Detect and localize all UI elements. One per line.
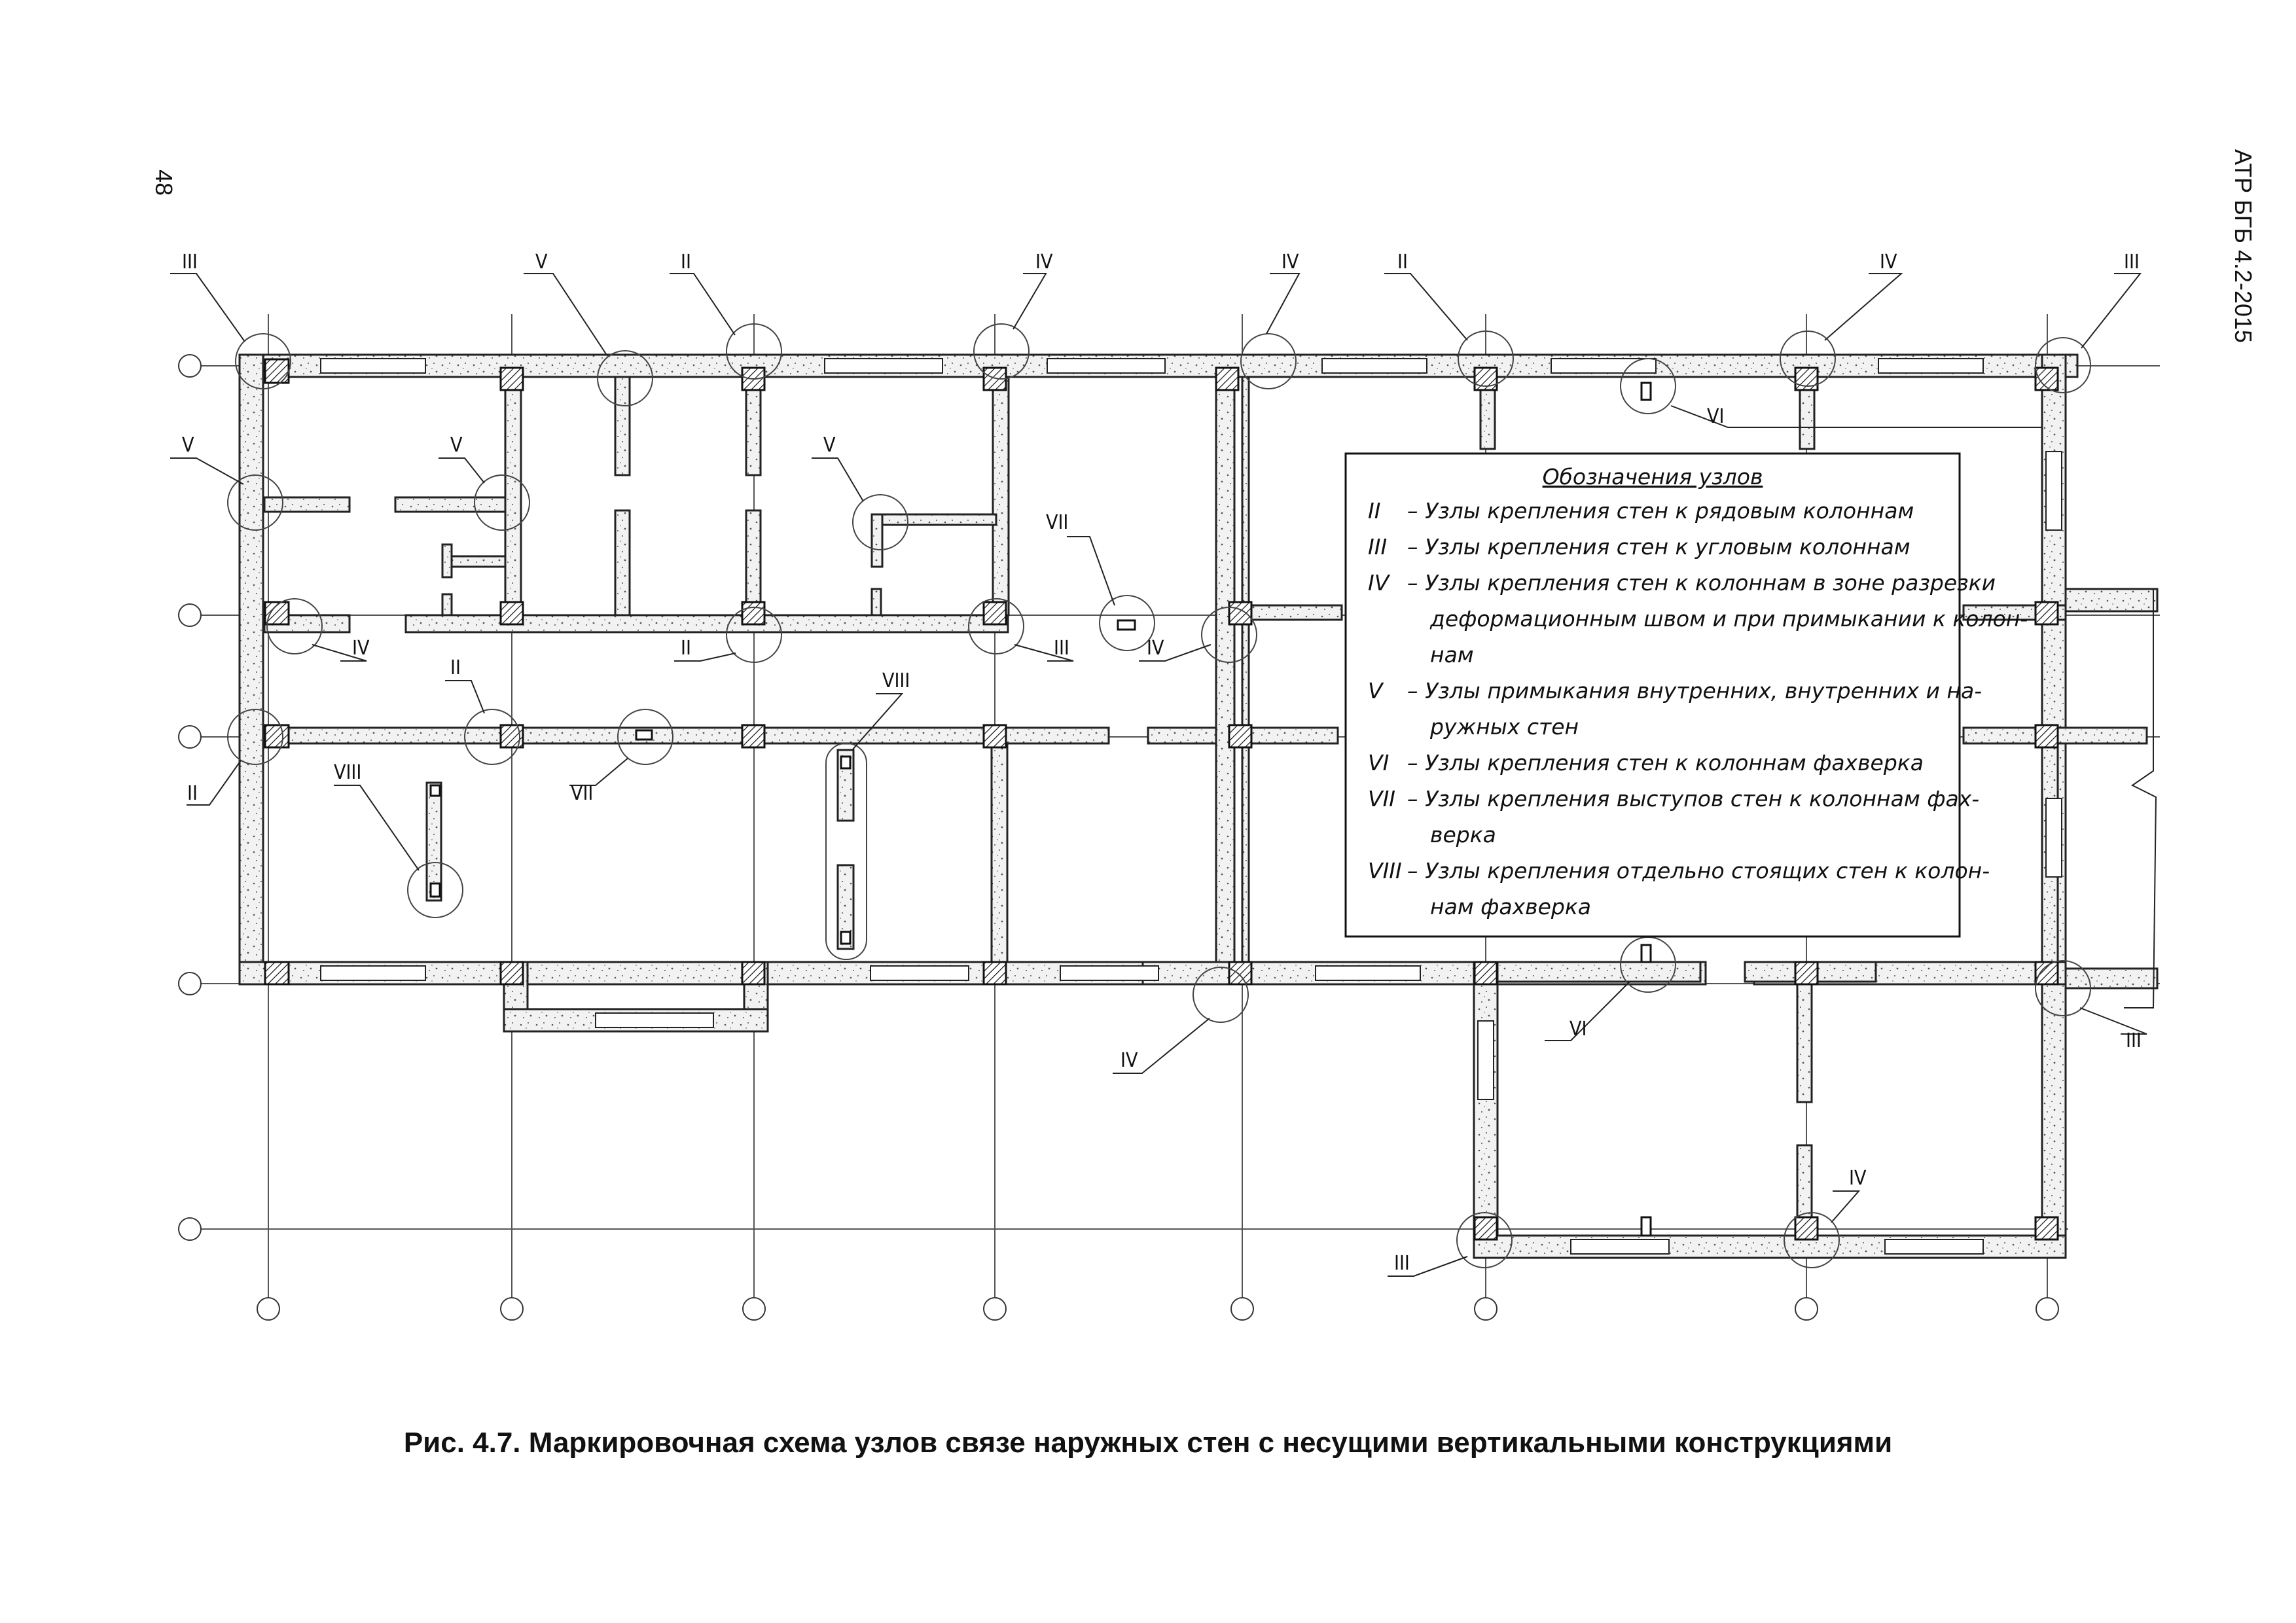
legend-title: Обозначения узлов	[1543, 464, 1763, 490]
node-label: IV	[1282, 251, 1299, 274]
interior-wall	[745, 376, 762, 476]
legend-text: – Узлы крепления стен к рядовым колоннам	[1407, 498, 1914, 524]
column-axis-marker	[1474, 1297, 1498, 1321]
row-axis-marker	[178, 972, 202, 995]
windows	[320, 358, 2062, 1255]
node-label: V	[823, 434, 836, 457]
node-label: III	[1394, 1252, 1410, 1275]
row-axis-marker	[178, 725, 202, 749]
interior-wall	[990, 742, 1009, 963]
figure-caption: Рис. 4.7. Маркировочная схема узлов связ…	[403, 1427, 1893, 1459]
node-label: IV	[1121, 1049, 1138, 1072]
interior-wall	[2064, 588, 2159, 613]
legend-text: – Узлы крепления отдельно стоящих стен к…	[1407, 858, 1990, 883]
freestanding-wall	[2064, 967, 2159, 990]
interior-wall	[992, 376, 1010, 616]
column-axis-marker	[500, 1297, 524, 1321]
exterior-wall	[238, 353, 264, 986]
legend-text: верка	[1430, 822, 1496, 847]
legend-text: деформационным швом и при примыкании к к…	[1429, 606, 2028, 632]
interior-wall	[394, 496, 507, 513]
column-axis-marker	[1230, 1297, 1254, 1321]
document-code: АТР БГБ 4.2-2015	[2230, 149, 2257, 344]
interior-wall	[441, 543, 453, 579]
node-label: IV	[1880, 251, 1897, 274]
node-label: VII	[1046, 511, 1068, 534]
node-label: III	[1054, 637, 1069, 660]
interior-wall	[263, 496, 351, 513]
node-label: II	[681, 637, 691, 660]
interior-wall	[404, 614, 1009, 633]
legend-code: VII	[1368, 786, 1395, 812]
interior-wall	[870, 513, 884, 568]
break-line	[2124, 588, 2157, 1008]
node-label: IV	[1849, 1167, 1867, 1190]
node-circles	[227, 323, 2091, 1268]
interior-wall	[1241, 376, 1250, 963]
row-axis-marker	[178, 1217, 202, 1241]
legend-text: – Узлы крепления стен к угловым колоннам	[1407, 534, 1910, 560]
legend-code: IV	[1368, 570, 1391, 596]
legend-text: – Узлы крепления стен к колоннам в зоне …	[1407, 570, 1996, 596]
freestanding-wall	[425, 781, 442, 902]
interior-wall	[1249, 604, 1343, 621]
axis-markers	[178, 354, 2059, 1321]
row-axis-marker	[178, 603, 202, 627]
column-axis-marker	[2036, 1297, 2059, 1321]
row-axis-marker	[178, 354, 202, 378]
legend-text: – Узлы примыкания внутренних, внутренних…	[1407, 678, 1982, 704]
node-label: VII	[571, 782, 593, 805]
legend-text: ружных стен	[1429, 714, 1579, 740]
legend-text: – Узлы крепления стен к колоннам фахверк…	[1407, 750, 1924, 776]
node-label: VI	[1570, 1018, 1587, 1041]
node-label: IV	[1035, 251, 1053, 274]
interior-wall	[504, 376, 522, 616]
node-label: VI	[1707, 405, 1724, 428]
freestanding-wall	[1796, 979, 1813, 1103]
legend-text: – Узлы крепления выступов стен к колонна…	[1407, 786, 1979, 812]
legend-text: нам	[1430, 642, 1474, 668]
node-label: II	[187, 782, 198, 805]
interior-wall	[1215, 376, 1236, 963]
node-label: V	[535, 251, 548, 274]
legend-text: нам фахверка	[1430, 894, 1591, 919]
node-label: IV	[352, 637, 370, 660]
legend-entries: II – Узлы крепления стен к рядовым колонн…	[1368, 498, 2028, 919]
node-label: II	[450, 656, 461, 679]
column-axis-marker	[983, 1297, 1007, 1321]
interior-wall	[614, 509, 631, 616]
legend-code: III	[1368, 534, 1387, 560]
node-label: VIII	[882, 669, 910, 692]
legend-box: Обозначения узлов II – Узлы крепления сте…	[1344, 452, 2028, 938]
page-number: 48	[151, 169, 178, 196]
leader-lines	[170, 273, 2147, 1277]
node-label: VIII	[334, 761, 361, 784]
node-labels: III V II IV IV II IV III VI V V V VII IV…	[182, 251, 2142, 1275]
legend-code: VI	[1368, 750, 1389, 776]
node-label: III	[2126, 1029, 2142, 1052]
node-label: V	[182, 434, 194, 457]
legend-code: V	[1368, 678, 1384, 704]
legend-code: VIII	[1368, 858, 1402, 883]
node-label: IV	[1147, 637, 1164, 660]
fachwerk-columns	[429, 382, 1652, 1237]
node-label: III	[2124, 251, 2140, 274]
node-label: III	[182, 251, 198, 274]
freestanding-wall	[1496, 961, 1702, 983]
interior-wall	[614, 376, 631, 476]
node-label: V	[450, 434, 463, 457]
node-label: II	[1397, 251, 1408, 274]
column-axis-marker	[742, 1297, 766, 1321]
interior-wall	[870, 513, 997, 526]
legend-code: II	[1368, 498, 1380, 524]
node-label: II	[681, 251, 691, 274]
interior-wall	[263, 726, 1110, 745]
interior-wall	[870, 588, 882, 616]
column-axis-marker	[257, 1297, 280, 1321]
interior-wall	[450, 555, 507, 568]
interior-wall	[441, 593, 453, 616]
column-axis-marker	[1795, 1297, 1818, 1321]
interior-wall	[745, 509, 762, 616]
